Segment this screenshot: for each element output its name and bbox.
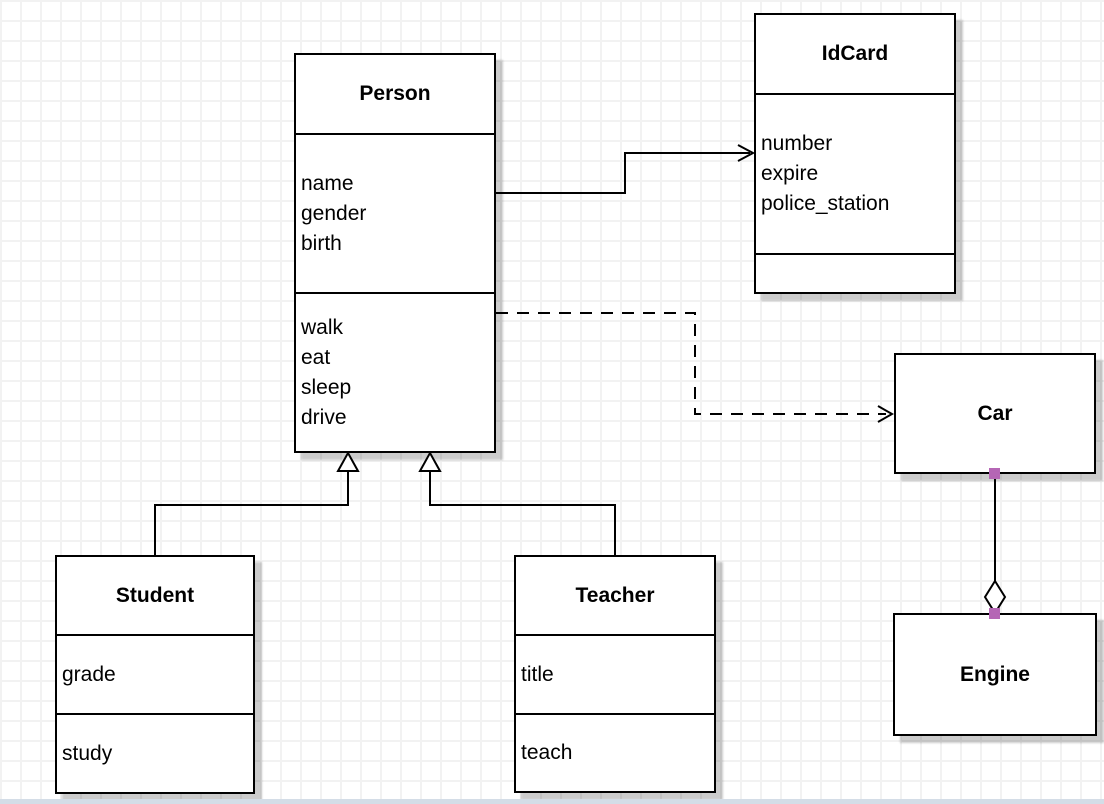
class-car[interactable]: Car (894, 353, 1096, 474)
class-idcard[interactable]: IdCard number expire police_station (754, 13, 956, 294)
hollow-triangle-arrowhead-icon (418, 450, 442, 472)
class-teacher[interactable]: Teacher title teach (514, 555, 716, 793)
class-teacher-title: Teacher (575, 583, 655, 607)
class-person-methods: walk eat sleep drive (296, 292, 494, 451)
attribute: police_station (761, 192, 890, 215)
edge-car-engine[interactable] (983, 468, 1007, 619)
horizontal-scrollbar[interactable] (0, 799, 1104, 804)
attribute: birth (301, 231, 342, 255)
class-engine[interactable]: Engine (893, 613, 1097, 736)
method: teach (521, 741, 573, 764)
method: sleep (301, 375, 352, 399)
edge-person-car-line[interactable] (496, 312, 886, 415)
class-person[interactable]: Person name gender birth walk eat sleep … (294, 53, 496, 453)
attribute: expire (761, 162, 819, 185)
edge-teacher-person-line[interactable] (429, 471, 616, 555)
method: study (62, 741, 113, 765)
method: eat (301, 345, 331, 369)
edge-student-person-line[interactable] (154, 471, 349, 555)
class-student-methods: study (57, 713, 253, 792)
class-person-attributes: name gender birth (296, 133, 494, 292)
edge-person-idcard[interactable] (496, 144, 756, 194)
edge-person-car[interactable] (496, 312, 895, 423)
class-student-attributes: grade (57, 634, 253, 713)
method: walk (301, 315, 344, 339)
method: drive (301, 405, 347, 429)
edge-teacher-person[interactable] (418, 450, 616, 555)
class-idcard-methods (756, 253, 954, 292)
open-arrowhead-icon (877, 405, 895, 423)
class-student[interactable]: Student grade study (55, 555, 255, 794)
class-person-title: Person (359, 82, 431, 105)
attribute: grade (62, 662, 116, 686)
hollow-triangle-arrowhead-icon (336, 450, 360, 472)
attribute: name (301, 171, 354, 195)
class-car-title: Car (977, 401, 1013, 425)
class-student-title: Student (115, 583, 195, 607)
attribute: gender (301, 201, 367, 225)
hollow-diamond-icon (983, 579, 1007, 615)
class-idcard-attributes: number expire police_station (756, 93, 954, 253)
edge-student-person[interactable] (154, 450, 360, 555)
class-teacher-attributes: title (516, 634, 714, 713)
class-teacher-methods: teach (516, 713, 714, 791)
class-engine-title: Engine (959, 662, 1030, 686)
class-idcard-title: IdCard (821, 42, 889, 65)
open-arrowhead-icon (737, 144, 756, 162)
edge-person-idcard-line[interactable] (496, 152, 750, 194)
attribute: title (521, 662, 554, 686)
attribute: number (761, 132, 833, 155)
